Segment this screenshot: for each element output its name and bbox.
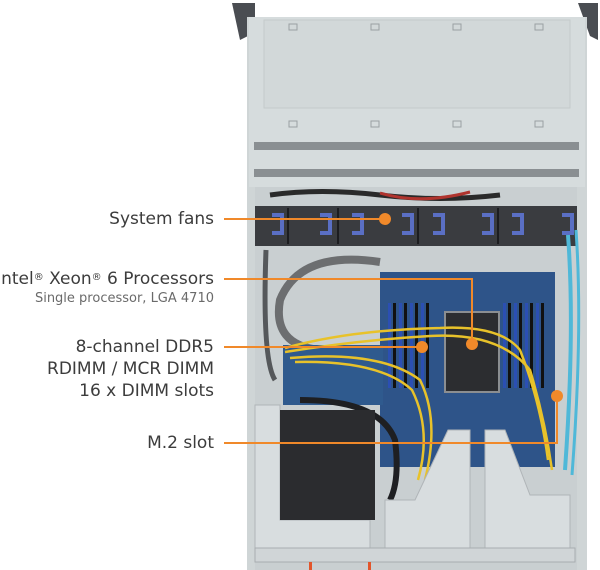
registered-mark: ® <box>91 272 102 283</box>
cpu-socket <box>444 311 500 393</box>
release-tab <box>368 562 371 570</box>
vent-row <box>254 169 579 177</box>
processors-title: Intel® Xeon® 6 Processors <box>0 268 214 290</box>
processors-subtitle: Single processor, LGA 4710 <box>34 291 214 306</box>
air-shroud <box>280 410 375 520</box>
vent-row <box>254 142 579 150</box>
memory-label-line: RDIMM / MCR DIMM <box>47 359 214 379</box>
right-rack-ear <box>578 3 598 40</box>
processors-label: Intel® Xeon® 6 Processors Single process… <box>0 268 214 308</box>
processors-title-part: Intel <box>0 269 34 289</box>
fan-bracket <box>255 206 577 246</box>
memory-label-line: 8-channel DDR5 <box>75 337 214 357</box>
processors-title-part: 6 Processors <box>101 269 214 289</box>
release-tab <box>309 562 312 570</box>
power-board <box>283 345 383 405</box>
memory-label: 8-channel DDR5 RDIMM / MCR DIMM 16 x DIM… <box>47 336 214 402</box>
fan-handles <box>272 213 574 235</box>
system-fans-label-text: System fans <box>109 209 214 229</box>
m2-slot-label: M.2 slot <box>147 432 214 454</box>
memory-label-line: 16 x DIMM slots <box>79 381 214 401</box>
registered-mark: ® <box>33 272 44 283</box>
system-fans-label: System fans <box>109 208 214 230</box>
processors-title-part: Xeon <box>43 269 92 289</box>
m2-slot-label-text: M.2 slot <box>147 433 214 453</box>
